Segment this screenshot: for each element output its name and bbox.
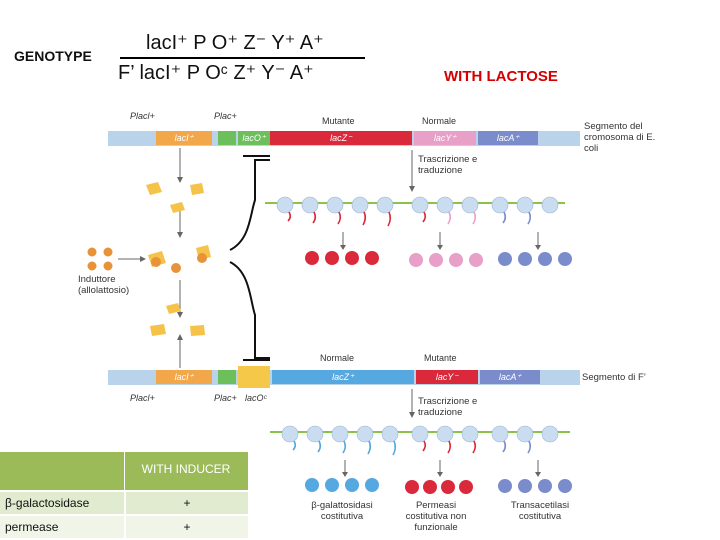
plasmid-laci-segment: lacI⁺ [156,370,212,384]
plasmid-promoter-laci-label: Placl+ [130,393,155,403]
bracket-bottom [229,261,270,359]
protein-cluster-z-bottom [305,478,379,492]
chrom-laca-segment: lacA⁺ [478,131,538,145]
inducer-molecules [87,247,113,271]
plasmid-operator-label: lacOᶜ [245,393,267,403]
chrom-promoter-segment [218,131,236,145]
ribosomes-top [276,196,559,214]
plasmid-segment-label: Segmento di F’ [582,372,646,383]
repressor-shapes-bottom [150,303,205,336]
chrom-segment-label: Segmento del cromosoma di E. coli [584,121,656,154]
product-permease-label: Permeasi costitutiva non funzionale [405,500,467,533]
plasmid-normal-tag: Normale [320,353,355,363]
table-row [0,516,124,538]
chrom-operator-segment: lacO⁺ [238,131,270,145]
protein-cluster-a-bottom [498,479,572,493]
product-transacetylase-label: Transacetilasi costitutiva [510,500,570,522]
plasmid-transcription-label: Trascrizione e traduzione [418,396,478,418]
protein-cluster-y-bottom [405,480,473,494]
plasmid-lacy-segment: lacY⁻ [416,370,478,384]
chrom-laci-segment: lacI⁺ [156,131,212,145]
inducer-label: Induttore (allolattosio) [78,274,130,296]
plasmid-promoter-lac-label: Plac+ [214,393,237,403]
table-row [0,492,124,514]
plasmid-promoter-segment [218,370,236,384]
table-row-value: + [183,520,191,534]
genotype-line-2: F’ lacI⁺ P Oᶜ Z⁺ Y⁻ A⁺ [118,62,314,84]
table-header-label: WITH INDUCER [141,462,231,476]
product-bgal-label: β-galattosidasi costitutiva [311,500,373,522]
polypeptides-bottom [292,440,532,456]
repressor-inducer-complex [148,245,211,273]
protein-cluster-z-top [305,251,379,265]
chrom-lacz-segment: lacZ⁻ [270,131,412,145]
condition-label: WITH LACTOSE [444,68,558,85]
table-row-name: permease [5,520,59,534]
plasmid-mutant-tag: Mutante [424,353,457,363]
chrom-normal-tag: Normale [422,116,457,126]
ribosomes-bottom [281,425,559,443]
chrom-lacy-segment: lacY⁺ [414,131,476,145]
chrom-transcription-label: Trascrizione e traduzione [418,154,478,176]
repressor-shapes-top [146,182,204,213]
chrom-mutant-tag: Mutante [322,116,355,126]
genotype-line-1: lacI⁺ P O⁺ Z⁻ Y⁺ A⁺ [146,32,324,54]
protein-cluster-a-top [498,252,572,266]
chrom-promoter-laci-label: Placl+ [130,111,155,121]
plasmid-laca-segment: lacA⁺ [480,370,540,384]
genotype-label: GENOTYPE [14,48,92,64]
chrom-promoter-lac-label: Plac+ [214,111,237,121]
genotype-divider [120,57,365,59]
table-row-value: + [183,496,191,510]
plasmid-operator-segment [238,366,270,388]
polypeptides-top [287,211,532,227]
plasmid-lacz-segment: lacZ⁺ [272,370,414,384]
table-row-name: β-galactosidase [5,496,90,510]
bracket-top [229,159,270,251]
protein-cluster-y-top [409,253,483,267]
